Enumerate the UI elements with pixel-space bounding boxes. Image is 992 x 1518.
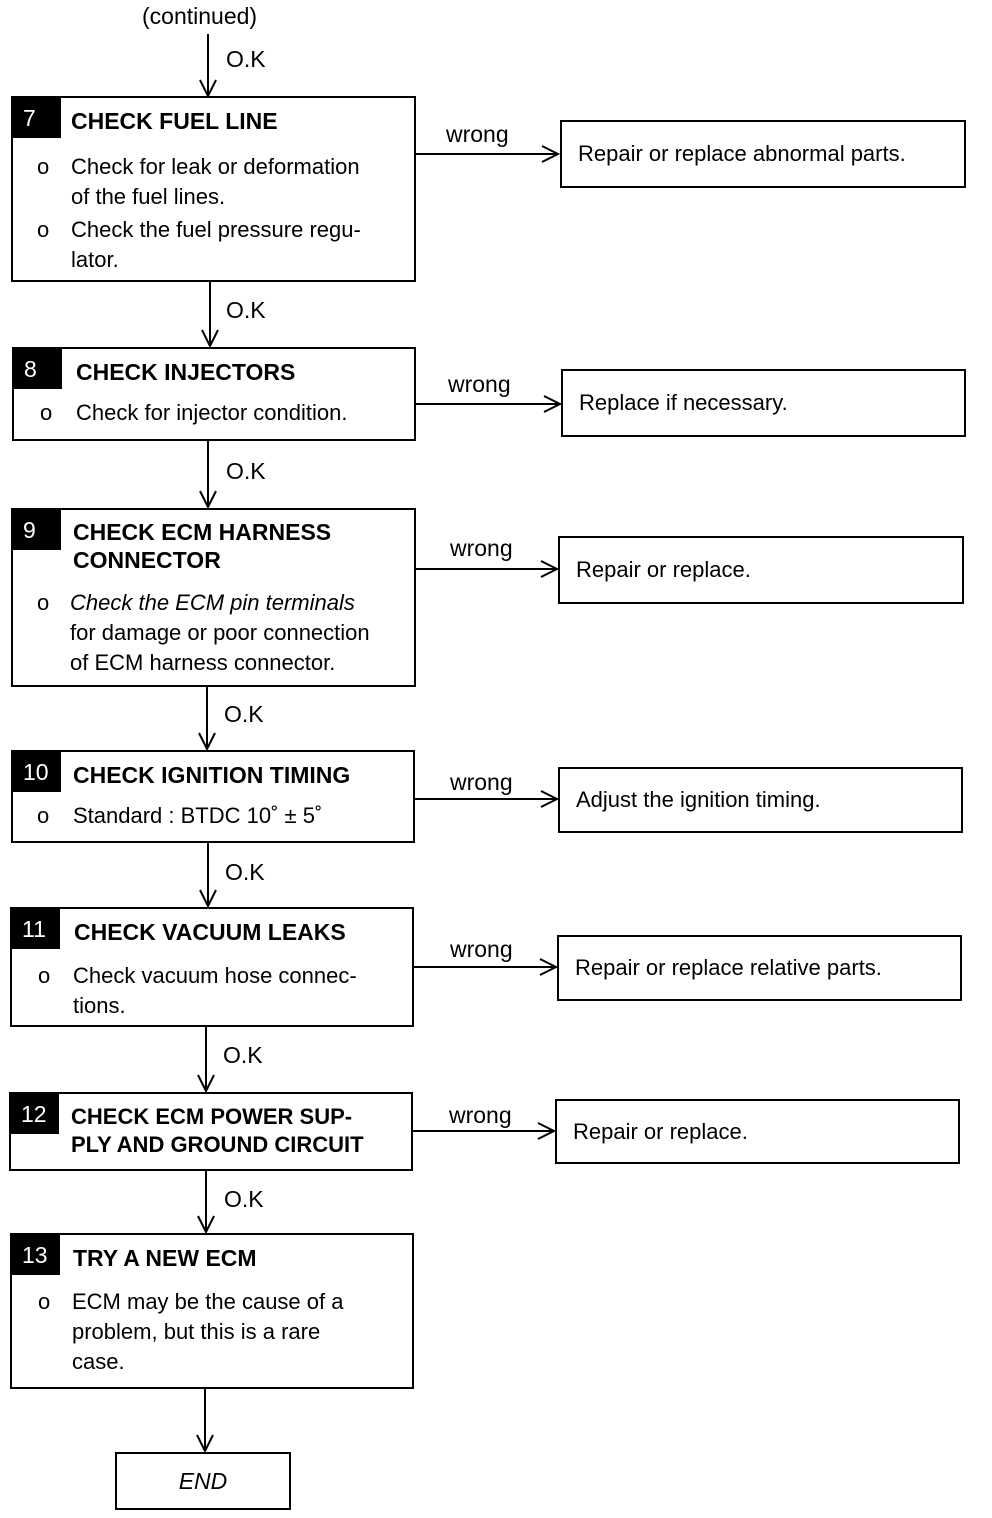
bullet-mark: o [37,803,50,828]
wrong-label: wrong [449,1102,512,1128]
step-title: TRY A NEW ECM [73,1245,257,1271]
ok-label: O.K [223,1042,263,1068]
bullet-text: for damage or poor connection of ECM har… [70,620,370,675]
result-text: Repair or replace. [573,1118,748,1144]
ok-label: O.K [226,46,266,72]
step-number: 12 [11,1094,59,1134]
step-number: 13 [12,1235,60,1275]
bullet-text-italic: Check the ECM pin terminals [70,590,355,615]
step-13-box: 13 TRY A NEW ECM o ECM may be the cause … [10,1233,414,1389]
bullet-text: Check the fuel pressure regu- lator. [71,217,361,272]
bullet-mark: o [37,217,50,242]
end-box: END [115,1452,291,1510]
result-text: Adjust the ignition timing. [576,787,821,812]
wrong-label: wrong [450,769,513,795]
bullet-mark: o [37,154,50,179]
step-title: CHECK VACUUM LEAKS [74,919,346,945]
step-10-box: 10 CHECK IGNITION TIMING o Standard : BT… [11,750,415,843]
bullet-text: ECM may be the cause of a problem, but t… [72,1289,344,1374]
step-number: 11 [12,909,60,949]
step-title: CHECK FUEL LINE [71,108,278,134]
step-9-result-box: Repair or replace. [558,536,964,604]
bullet-text: Standard : BTDC 10˚ ± 5˚ [73,803,323,828]
ok-label: O.K [226,458,266,484]
ok-label: O.K [224,701,264,727]
step-title: CHECK IGNITION TIMING [73,762,351,788]
step-10-result-box: Adjust the ignition timing. [558,767,963,833]
step-11-box: 11 CHECK VACUUM LEAKS o Check vacuum hos… [10,907,414,1027]
ok-label: O.K [224,1186,264,1212]
step-number: 9 [13,510,61,550]
wrong-label: wrong [448,371,511,397]
step-number: 10 [13,752,61,792]
result-text: Replace if necessary. [579,390,788,415]
bullet-mark: o [40,400,53,425]
bullet-mark: o [38,963,51,988]
step-title: CHECK INJECTORS [76,359,296,385]
bullet-text: Check for leak or deformation of the fue… [71,154,360,209]
step-12-result-box: Repair or replace. [555,1099,960,1164]
step-7-result-box: Repair or replace abnormal parts. [560,120,966,188]
step-number: 8 [14,349,62,389]
step-11-result-box: Repair or replace relative parts. [557,935,962,1001]
end-label: END [178,1467,228,1494]
step-7-box: 7 CHECK FUEL LINE o Check for leak or de… [11,96,416,282]
step-title: CHECK ECM POWER SUP- PLY AND GROUND CIRC… [71,1104,364,1157]
step-9-box: 9 CHECK ECM HARNESS CONNECTOR o Check th… [11,508,416,687]
ok-label: O.K [226,297,266,323]
bullet-text: Check for injector condition. [76,400,348,425]
step-8-result-box: Replace if necessary. [561,369,966,437]
wrong-label: wrong [450,535,513,561]
result-text: Repair or replace relative parts. [575,955,882,980]
ok-label: O.K [225,859,265,885]
continued-label: (continued) [142,3,258,29]
bullet-mark: o [38,1289,51,1314]
step-number: 7 [13,98,61,138]
step-12-box: 12 CHECK ECM POWER SUP- PLY AND GROUND C… [9,1092,413,1171]
result-text: Repair or replace abnormal parts. [578,141,906,166]
result-text: Repair or replace. [576,557,751,582]
step-8-box: 8 CHECK INJECTORS o Check for injector c… [12,347,416,441]
wrong-label: wrong [450,936,513,962]
bullet-text: Check vacuum hose connec- tions. [73,963,357,1018]
wrong-label: wrong [446,121,509,147]
step-title: CHECK ECM HARNESS CONNECTOR [73,519,332,573]
bullet-mark: o [37,590,50,615]
